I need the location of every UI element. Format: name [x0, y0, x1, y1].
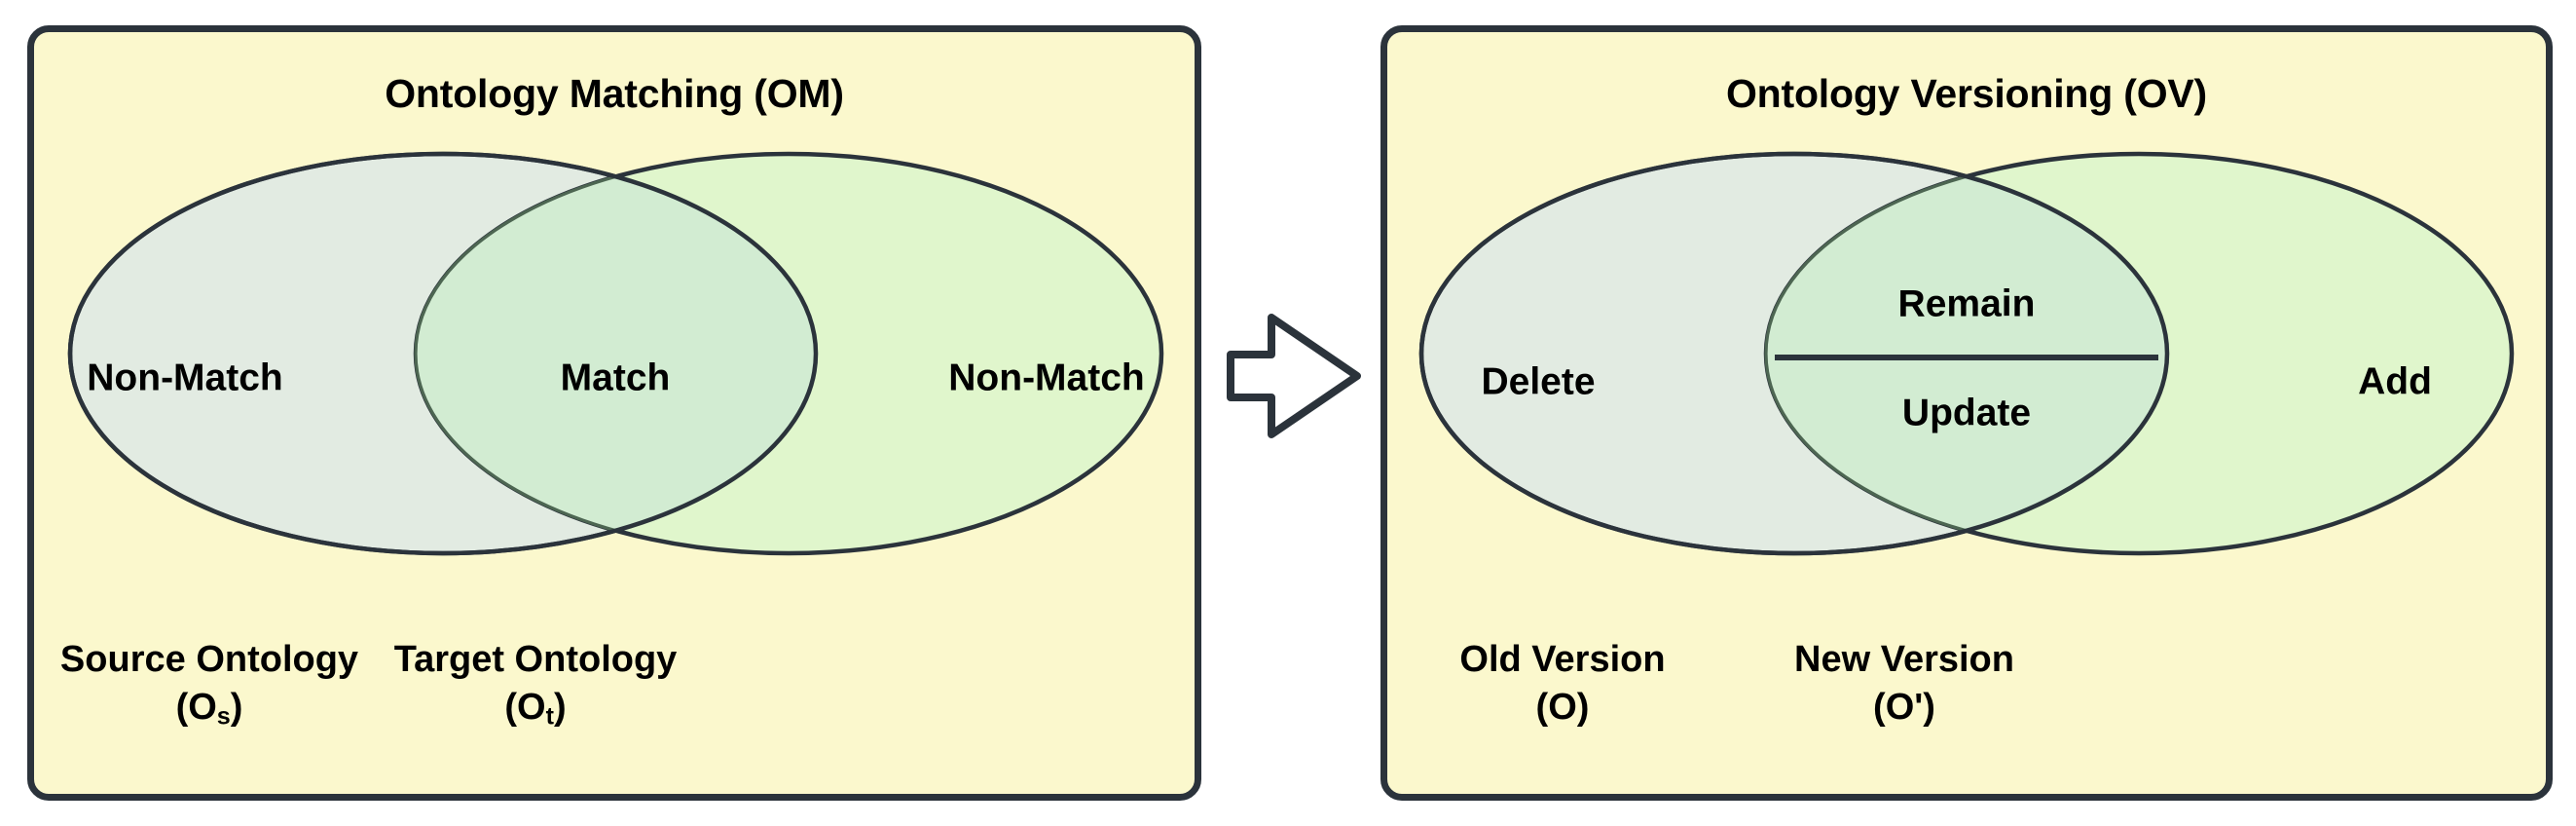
region-label-match: Match: [560, 357, 671, 399]
ellipse-overlap-match: [414, 154, 816, 553]
arrow-right-icon: [1227, 314, 1361, 438]
caption-source-line1: Source Ontology: [59, 639, 359, 680]
caption-old-version-line1: Old Version: [1459, 639, 1666, 680]
region-label-non-match-right: Non-Match: [948, 357, 1145, 399]
region-label-remain: Remain: [1897, 282, 2036, 325]
ellipse-old-version-outline: [1418, 151, 2170, 556]
panel-title-ontology-matching: Ontology Matching (OM): [385, 71, 844, 116]
ellipse-overlap-versioning: [1764, 154, 2167, 553]
caption-target-open: (O: [504, 686, 546, 728]
caption-target-line1: Target Ontology: [393, 639, 678, 680]
caption-source-line2: (Os): [60, 684, 358, 732]
caption-old-version: Old Version (O): [1459, 636, 1665, 731]
venn-diagram-matching: [67, 151, 1164, 556]
panel-title-ontology-versioning: Ontology Versioning (OV): [1725, 71, 2208, 116]
caption-new-version-line1: New Version: [1794, 639, 2014, 680]
caption-target-line2: (Ot): [394, 684, 678, 732]
region-label-add: Add: [2358, 360, 2432, 403]
caption-source-subscript: s: [216, 702, 231, 731]
caption-target-ontology: Target Ontology (Ot): [394, 636, 678, 732]
panel-ontology-versioning: Ontology Versioning (OV) Delete Remain U…: [1380, 25, 2553, 801]
caption-new-version-line2: (O'): [1873, 686, 1935, 728]
region-label-delete: Delete: [1481, 360, 1596, 403]
caption-old-version-line2: (O): [1535, 686, 1590, 728]
venn-diagram-versioning: [1418, 151, 2515, 556]
caption-source-ontology: Source Ontology (Os): [60, 636, 358, 732]
caption-target-close: ): [553, 686, 567, 728]
caption-source-close: ): [230, 686, 243, 728]
caption-source-open: (O: [175, 686, 217, 728]
panel-ontology-matching: Ontology Matching (OM) Non-Match Match N…: [27, 25, 1201, 801]
region-label-update: Update: [1901, 392, 2032, 434]
region-label-non-match-left: Non-Match: [87, 357, 283, 399]
caption-new-version: New Version (O'): [1794, 636, 2014, 731]
caption-target-subscript: t: [545, 702, 554, 731]
ellipse-source-outline: [67, 151, 819, 556]
